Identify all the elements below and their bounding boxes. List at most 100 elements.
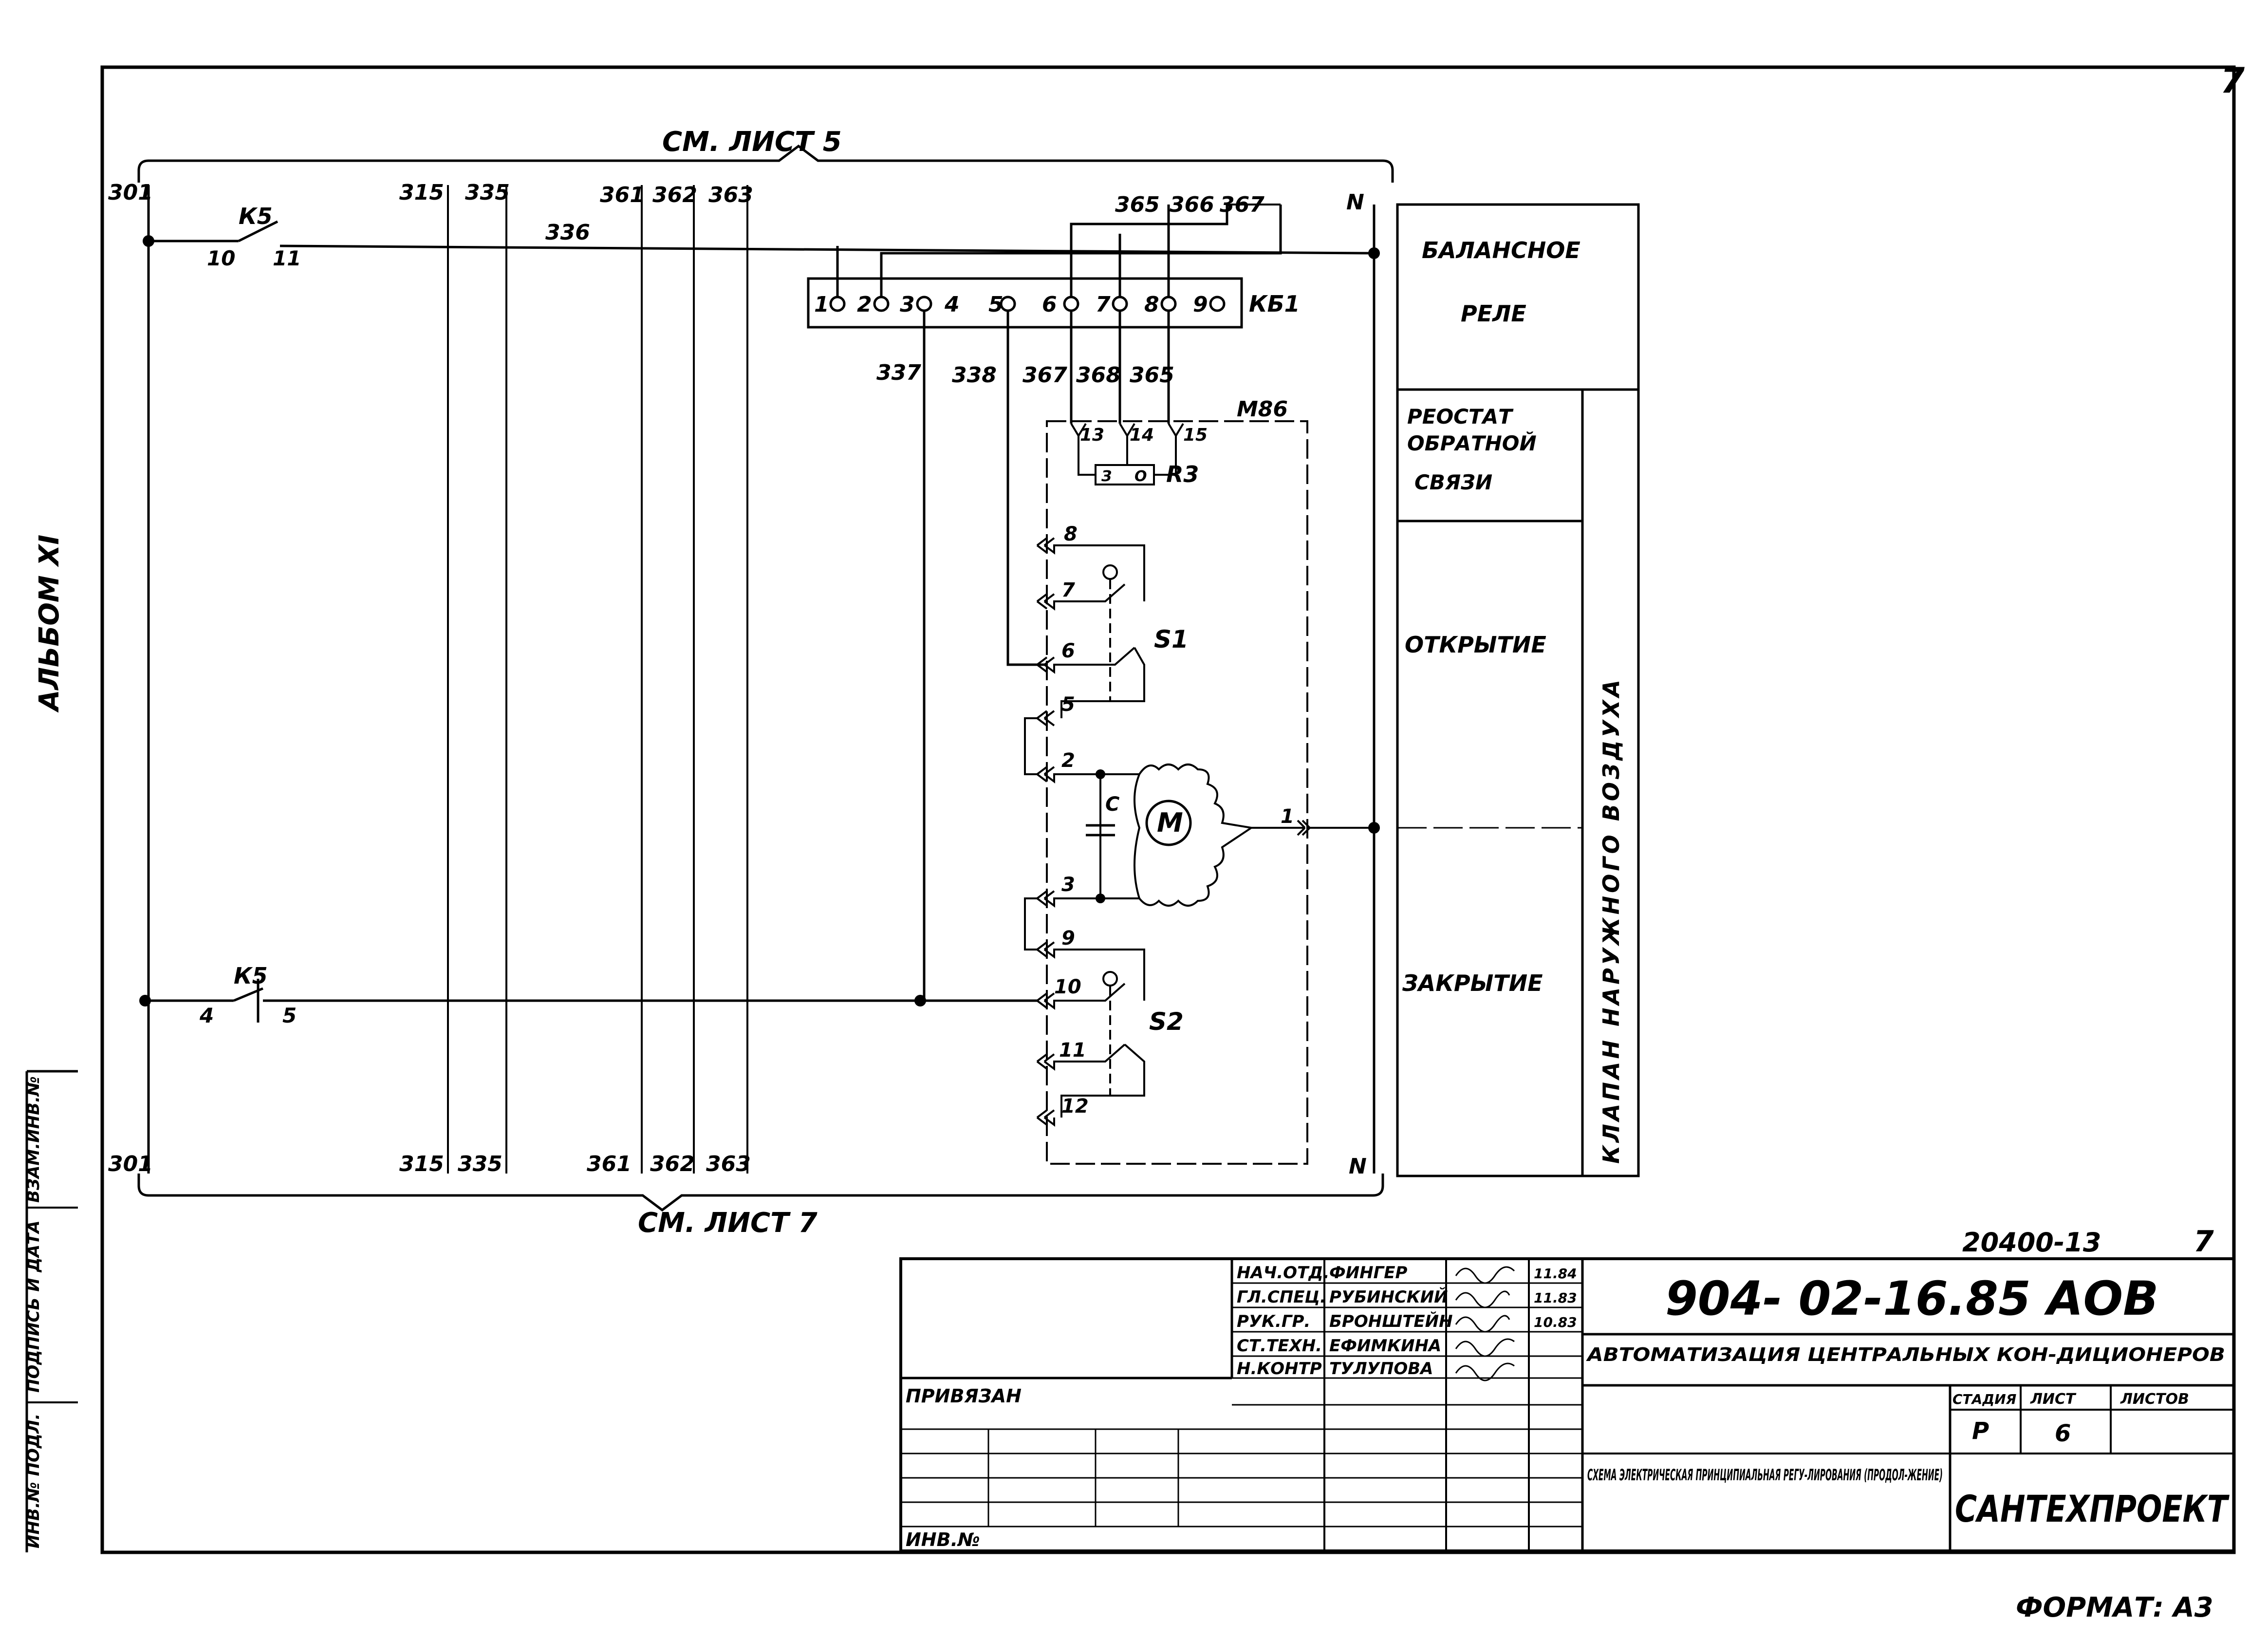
- function-legend: БАЛАНСНОЕ РЕЛЕ РЕОСТАТ ОБРАТНОЙ СВЯЗИ ОТ…: [1396, 203, 1640, 1177]
- k5-top-pin-a: 10: [207, 246, 235, 270]
- stamp-sheet-number: 7: [2194, 1225, 2214, 1259]
- col-sheets: ЛИСТОВ: [2120, 1391, 2189, 1408]
- legend-balance-2: РЕЛЕ: [1461, 300, 1526, 327]
- project-title: АВТОМАТИЗАЦИЯ ЦЕНТРАЛЬНЫХ КОН-ДИЦИОНЕРОВ: [1586, 1344, 2225, 1365]
- signer-date-0: 11.84: [1534, 1266, 1577, 1282]
- bus-n-bottom: N: [1349, 1154, 1367, 1179]
- signer-name-2: БРОНШТЕЙН: [1329, 1311, 1453, 1331]
- album-label: АЛЬБОМ XI: [34, 535, 65, 713]
- ref-bracket-bottom: СМ. ЛИСТ 7: [137, 1174, 1384, 1239]
- s2-name: S2: [1149, 1007, 1184, 1036]
- cap-label: С: [1105, 793, 1119, 816]
- pot-scale-o: О: [1134, 468, 1147, 485]
- pin-1: 1: [1281, 805, 1294, 828]
- motor-label: М: [1157, 807, 1183, 838]
- vertical-buses: [147, 185, 1376, 1174]
- ref-bracket-top: СМ. ЛИСТ 5: [137, 126, 1394, 183]
- motor-section: [1036, 764, 1374, 908]
- kb1-terminal-3: 3: [900, 292, 915, 317]
- bus-365-top: 365: [1115, 192, 1160, 217]
- s1-name: S1: [1154, 625, 1189, 653]
- k5-bottom-pin-b: 5: [282, 1004, 297, 1027]
- bus-362-top: 362: [652, 183, 697, 207]
- inv-label: ИНВ.№: [906, 1529, 980, 1550]
- actuator-m86: М86 13 14 15 З О R3 8 7 6: [1024, 397, 1380, 1165]
- bus-301-top: 301: [108, 180, 153, 205]
- bus-362-bottom: 362: [650, 1152, 695, 1176]
- k5-top-pin-b: 11: [273, 246, 301, 270]
- signer-date-1: 11.83: [1534, 1290, 1577, 1306]
- bus-363-bottom: 363: [706, 1152, 751, 1176]
- kb1-terminal-7: 7: [1096, 292, 1111, 317]
- kb1-name: КБ1: [1249, 291, 1300, 317]
- kb1-terminal-9: 9: [1193, 292, 1208, 317]
- page-number: 7: [2220, 60, 2245, 101]
- pin-12: 12: [1061, 1095, 1089, 1118]
- signer-role-4: Н.КОНТР: [1237, 1359, 1322, 1379]
- k5-bottom-pin-a: 4: [199, 1004, 214, 1027]
- bus-315-bottom: 315: [399, 1152, 444, 1176]
- legend-balance-1: БАЛАНСНОЕ: [1422, 237, 1580, 263]
- kb1-terminal-8: 8: [1144, 292, 1159, 317]
- format-label: ФОРМАТ: А3: [2016, 1592, 2213, 1623]
- bus-361-top: 361: [600, 183, 645, 207]
- pin-7: 7: [1061, 579, 1075, 601]
- ref-bottom-label: СМ. ЛИСТ 7: [638, 1207, 818, 1239]
- pin-11: 11: [1059, 1039, 1086, 1062]
- bus-numbers-top: 301 315 335 361 362 363 365 366 367 N: [108, 180, 1364, 217]
- signer-name-1: РУБИНСКИЙ: [1329, 1287, 1448, 1307]
- left-strip: ВЗАМ.ИНВ.№ ПОДПИСЬ И ДАТА ИНВ.№ ПОДЛ.: [24, 1070, 78, 1552]
- signer-role-0: НАЧ.ОТД.: [1237, 1263, 1329, 1283]
- pin-5: 5: [1061, 693, 1075, 716]
- actuator-name: М86: [1237, 397, 1288, 422]
- bus-361-bottom: 361: [587, 1152, 632, 1176]
- signer-role-3: СТ.ТЕХН.: [1237, 1336, 1322, 1356]
- pot-name: R3: [1166, 461, 1199, 487]
- pin-10: 10: [1054, 976, 1081, 998]
- doc-code: 904- 02-16.85 АОВ: [1665, 1271, 2158, 1326]
- bus-numbers-bottom: 301 315 335 361 362 363 N: [108, 1152, 1367, 1179]
- bound-label: ПРИВЯЗАН: [906, 1385, 1022, 1407]
- k5-top-name: К5: [239, 203, 273, 229]
- potentiometer-r3: 13 14 15 З О R3: [1070, 423, 1208, 487]
- bus-335-bottom: 335: [458, 1152, 502, 1176]
- drop-numbers: 337 338 367 368 365: [876, 360, 1174, 388]
- signer-name-0: ФИНГЕР: [1329, 1263, 1408, 1283]
- pot-pin-13: 13: [1080, 425, 1104, 445]
- pot-scale-z: З: [1101, 468, 1112, 485]
- strip-label-sign: ПОДПИСЬ И ДАТА: [24, 1220, 43, 1393]
- archive-number: 20400-13: [1962, 1227, 2101, 1258]
- limit-switch-s1: [1024, 537, 1145, 775]
- col-sheet: ЛИСТ: [2030, 1391, 2077, 1408]
- bus-315-top: 315: [399, 180, 444, 205]
- signer-name-4: ТУЛУПОВА: [1329, 1359, 1433, 1379]
- pot-pin-15: 15: [1183, 425, 1208, 445]
- stage-value: Р: [1972, 1417, 1989, 1445]
- pin-2: 2: [1061, 749, 1075, 772]
- kb1-terminal-6: 6: [1042, 292, 1057, 317]
- legend-open: ОТКРЫТИЕ: [1405, 632, 1546, 658]
- legend-rheo-1: РЕОСТАТ: [1407, 405, 1514, 429]
- bus-301-bottom: 301: [108, 1152, 153, 1176]
- legend-close: ЗАКРЫТИЕ: [1402, 970, 1543, 996]
- bus-335-top: 335: [465, 180, 510, 205]
- legend-valve: КЛАПАН НАРУЖНОГО ВОЗДУХА: [1598, 677, 1624, 1164]
- pot-pin-14: 14: [1130, 425, 1154, 445]
- pin-6: 6: [1061, 640, 1075, 662]
- bus-n-top: N: [1346, 190, 1364, 215]
- strip-label-replace: ВЗАМ.ИНВ.№: [24, 1076, 43, 1203]
- drop-365: 365: [1130, 363, 1174, 388]
- org-name: САНТЕХПРОЕКТ: [1955, 1487, 2230, 1530]
- pin-8: 8: [1064, 523, 1078, 545]
- signer-role-1: ГЛ.СПЕЦ.: [1237, 1287, 1326, 1307]
- k5-bottom-name: К5: [234, 963, 268, 989]
- bus-363-top: 363: [708, 183, 753, 207]
- pin-9: 9: [1061, 927, 1075, 950]
- pin-3: 3: [1061, 874, 1075, 896]
- drop-337: 337: [876, 360, 921, 385]
- ref-top-label: СМ. ЛИСТ 5: [662, 126, 842, 158]
- sheet-title: СХЕМА ЭЛЕКТРИЧЕСКАЯ ПРИНЦИПИАЛЬНАЯ РЕГУ-…: [1587, 1466, 1943, 1484]
- drop-367: 367: [1022, 363, 1067, 388]
- signer-role-2: РУК.ГР.: [1237, 1312, 1310, 1331]
